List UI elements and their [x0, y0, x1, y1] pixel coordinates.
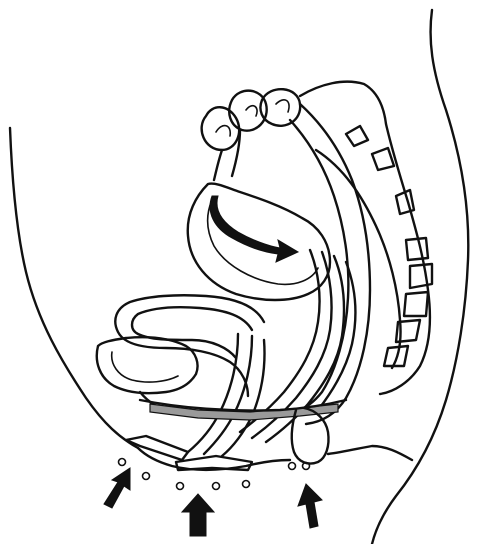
intestine-stem — [214, 130, 240, 180]
intestine-fold-2 — [246, 106, 257, 116]
vaginal-opening-marker-3 — [243, 481, 250, 488]
urethral-opening-marker-2 — [143, 473, 150, 480]
vertebra-5 — [410, 264, 432, 288]
coccyx-segment — [384, 346, 408, 366]
perineum-skin — [138, 448, 290, 470]
pubic-bone — [97, 337, 198, 393]
perineal-outline — [328, 446, 412, 460]
urethral-opening-marker-1 — [119, 459, 126, 466]
uterus-cavity — [208, 200, 318, 284]
vertebra-6 — [404, 292, 428, 316]
back-outline — [372, 10, 468, 544]
arrow-up-icon — [104, 468, 130, 508]
vaginal-opening-marker-1 — [177, 483, 184, 490]
vertebra-4 — [406, 238, 428, 260]
vertebra-2 — [372, 148, 394, 170]
rectum-inner — [290, 120, 348, 410]
intestine-fold-3 — [276, 100, 289, 112]
arrow-curved-icon — [210, 196, 298, 262]
intestine-fold-1 — [216, 126, 230, 136]
intestine-loops — [202, 89, 301, 180]
urethral-opening-tube — [126, 436, 188, 460]
abdominal-wall-outline — [10, 128, 138, 448]
anal-opening-marker-1 — [289, 463, 296, 470]
intestine-loop-1 — [202, 107, 240, 150]
arrow-up-icon — [182, 494, 214, 536]
opening-markers — [119, 459, 310, 490]
vaginal-opening-marker-2 — [213, 483, 220, 490]
pubic-bone-inner — [112, 352, 178, 382]
arrow-up-icon — [298, 484, 322, 528]
arrows-group — [104, 468, 322, 536]
urethra-line-3 — [222, 340, 265, 456]
vertebra-1 — [346, 126, 368, 146]
